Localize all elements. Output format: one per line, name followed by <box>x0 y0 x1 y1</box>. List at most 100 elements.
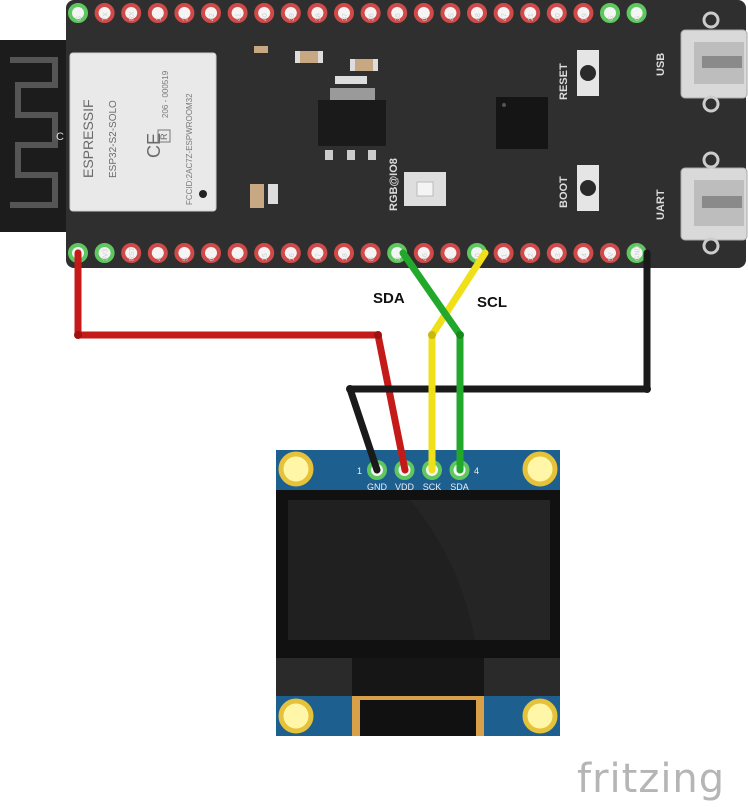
top-header-pin <box>626 3 647 23</box>
top-header-pin <box>334 3 354 23</box>
smd-components <box>250 46 386 208</box>
top-header-pin-label: G <box>635 16 642 21</box>
bottom-header-pin <box>147 243 168 263</box>
boot-label: BOOT <box>558 176 570 208</box>
antenna-mark: C <box>56 131 64 143</box>
top-header-pin-label: 1 <box>156 17 163 21</box>
bottom-header-pin-label: 7 <box>236 257 243 261</box>
top-header-pin <box>227 3 248 23</box>
bottom-header-pin-label: 46 <box>422 253 429 261</box>
bottom-header-pin <box>493 243 514 263</box>
top-header-pin <box>573 3 594 23</box>
top-header-pin-label: 42 <box>209 13 216 21</box>
top-header-pin-label: 2 <box>182 17 189 21</box>
top-header-pin <box>546 3 567 23</box>
top-header-pin <box>280 3 301 23</box>
top-header-pin <box>94 3 115 23</box>
top-header-pin <box>493 3 514 23</box>
rgb-led: RGB@IO8 <box>388 158 446 211</box>
bottom-header-pin-label: 15 <box>262 253 269 261</box>
bottom-header-pin-label: 3 <box>395 257 402 261</box>
bottom-header-pin <box>280 243 301 263</box>
top-header-pin <box>307 3 328 23</box>
wire-3v3-to-vdd <box>74 249 409 474</box>
top-header-pin <box>520 3 541 23</box>
module-ce: CE <box>144 133 164 158</box>
top-header-pin-label: 20 <box>555 13 562 21</box>
top-header-pin-label: 38 <box>315 13 322 21</box>
top-header-pin <box>201 3 221 23</box>
oled-pin-label: GND <box>367 482 388 492</box>
bottom-header-pin-label: 18 <box>342 253 349 261</box>
top-header-pin <box>254 3 275 23</box>
top-header-pin <box>174 3 195 23</box>
bottom-header-pin <box>94 243 115 263</box>
bottom-header-pin-label: 17 <box>315 253 322 261</box>
uart-label: UART <box>655 189 667 220</box>
module-code: 206 - 000519 <box>161 70 170 118</box>
bottom-header-pin-label: 3V3 <box>103 248 110 261</box>
bottom-header-pin-label: GND <box>635 245 642 261</box>
top-header-pin-label: 37 <box>342 13 349 21</box>
led-label: RGB@IO8 <box>388 158 400 211</box>
oled-pin-label: SCK <box>423 482 442 492</box>
bottom-header-pin-label: 8 <box>369 257 376 261</box>
wire-gnd-to-gnd <box>346 249 651 474</box>
boot-button[interactable] <box>577 165 599 211</box>
reset-label: RESET <box>558 63 570 100</box>
top-header-pin-label: 40 <box>262 13 269 21</box>
bottom-header-pin <box>227 243 248 263</box>
bottom-header-pin <box>307 243 328 263</box>
top-header-pin-label: 39 <box>289 13 296 21</box>
bottom-header-pin-label: 11 <box>502 254 509 261</box>
top-header-pin <box>68 3 88 23</box>
oled-module <box>276 450 560 736</box>
bottom-header-pin <box>573 243 594 263</box>
top-header-pin-label: 41 <box>236 13 243 21</box>
reset-button[interactable] <box>577 50 599 96</box>
usb-label: USB <box>655 53 667 76</box>
top-header-pin <box>413 3 434 23</box>
wires <box>74 249 651 474</box>
top-header-pin-label: 0 <box>422 17 429 21</box>
module-fcc: FCCID:2AC7Z-ESPWROOM32 <box>185 93 194 205</box>
uart-connector[interactable] <box>680 151 748 255</box>
oled-pin-number-last: 4 <box>474 466 479 476</box>
scl-wire-label: SCL <box>477 294 507 311</box>
top-header-pin-label: 21 <box>528 13 535 21</box>
top-header-pin <box>600 3 620 23</box>
bottom-header-pin <box>520 243 541 263</box>
antenna-area: C <box>0 40 70 232</box>
bottom-header-pin <box>600 243 620 263</box>
bottom-header-pin <box>360 243 381 263</box>
top-header-pin-label: RX <box>129 11 136 21</box>
bottom-header-pin-label: 9 <box>448 257 455 261</box>
top-header-pin <box>121 3 142 23</box>
top-header-pin <box>440 3 461 23</box>
top-header-pin <box>147 3 168 23</box>
usb-connector[interactable] <box>680 11 748 113</box>
top-header-pin <box>387 3 408 23</box>
bottom-header-pin <box>334 243 354 263</box>
bottom-header-pin-label: 12 <box>528 253 535 261</box>
wire-bend-markers <box>74 331 651 393</box>
top-header-pin <box>360 3 381 23</box>
bottom-header-pin <box>201 243 221 263</box>
bottom-header-pin-label: 4 <box>156 257 163 261</box>
bottom-header-pin-label: 13 <box>555 253 562 261</box>
top-header-pin-label: 45 <box>448 13 455 21</box>
bottom-header-pin <box>254 243 275 263</box>
oled-pin-label: SDA <box>450 482 469 492</box>
oled-pin-number-first: 1 <box>357 466 362 476</box>
bottom-header-pin-label: 14 <box>581 253 588 261</box>
esp-module: ESPRESSIF ESP32-S2-SOLO 206 - 000519 FCC… <box>69 52 217 212</box>
top-header-pin-label: 19 <box>581 13 588 21</box>
oled-pin-label: VDD <box>395 482 415 492</box>
top-header-pin-label: 48 <box>475 13 482 21</box>
bottom-header-pin-label: RST <box>129 246 136 261</box>
usb-uart-chip <box>496 97 548 149</box>
bottom-header-pin-label: 5 <box>182 257 189 261</box>
